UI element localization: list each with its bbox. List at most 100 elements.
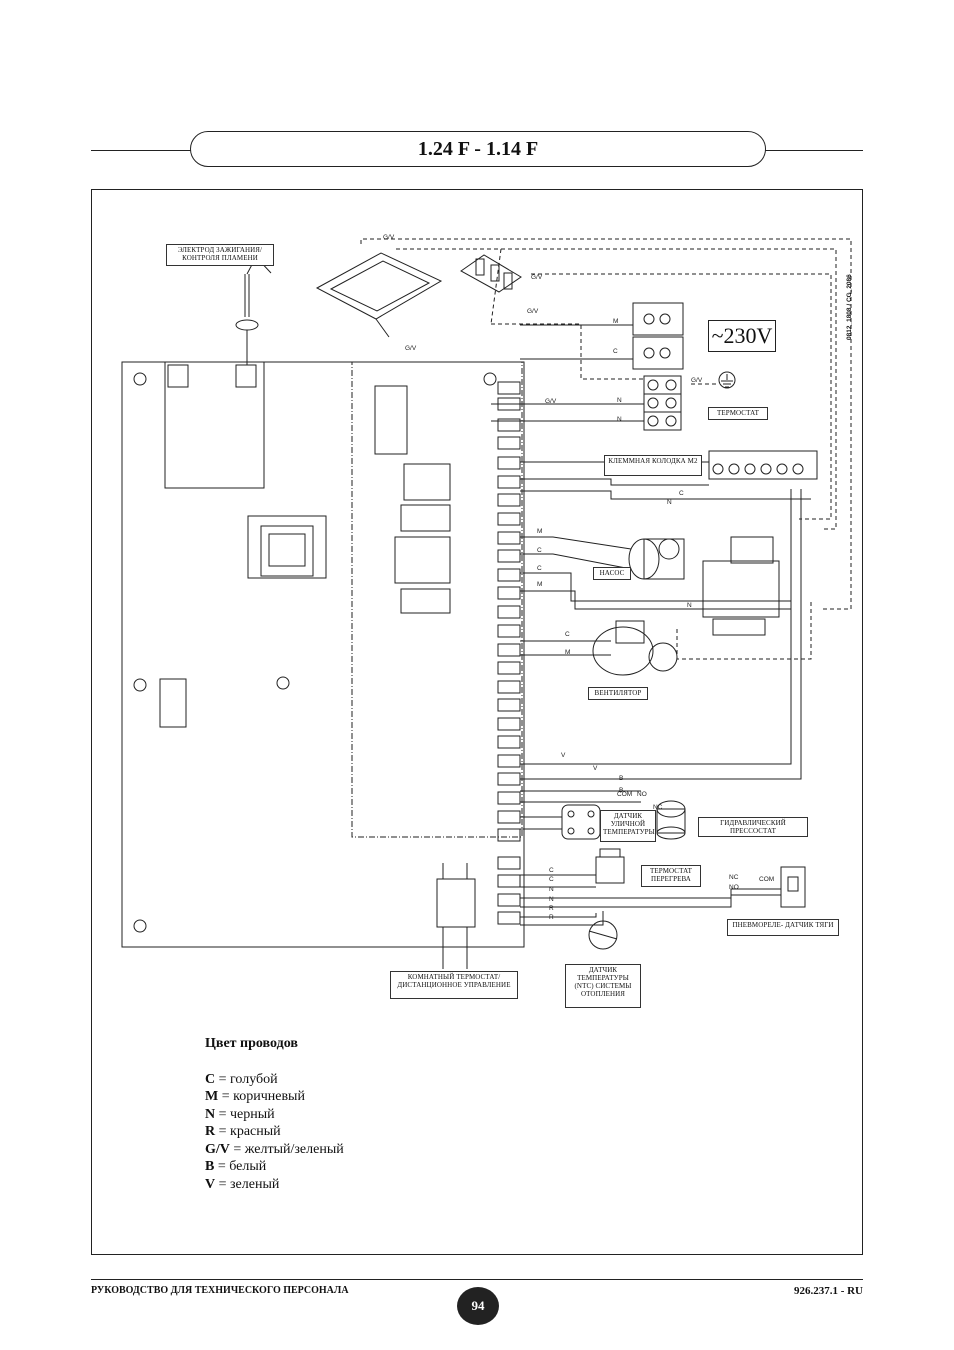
wire-tag: G/V [527, 308, 539, 315]
board-component [374, 385, 408, 455]
board-mount-hole [483, 372, 497, 386]
wire-tag: COM [759, 876, 774, 883]
board-component [394, 536, 451, 584]
title-text: 1.24 F - 1.14 F [417, 137, 539, 160]
legend-item: G/V = желтый/зеленый [205, 1142, 344, 1158]
legend-item: B = белый [205, 1159, 266, 1175]
burner-bracket [315, 252, 522, 338]
board-component [403, 463, 451, 501]
label-overheat-thermostat: ТЕРМОСТАТ ПЕРЕГРЕВА [641, 865, 701, 887]
footer-manual-title: РУКОВОДСТВО ДЛЯ ТЕХНИЧЕСКОГО ПЕРСОНАЛА [91, 1285, 349, 1296]
mains-terminal [632, 302, 684, 431]
legend-code: M [205, 1089, 219, 1104]
transformer-inner [268, 533, 306, 567]
board-component [400, 504, 451, 532]
wire-tag: R [549, 914, 554, 921]
label-ntc-sensor: ДАТЧИК ТЕМПЕРАТУРЫ (NTC) СИСТЕМЫ ОТОПЛЕН… [565, 964, 641, 1008]
legend-code: G/V [205, 1142, 230, 1157]
wire-tag: C [565, 631, 570, 638]
board-connector [159, 678, 187, 728]
wiring-diagram: G/V G/V G/V G/V G/V G/V M C N N M C N M … [121, 234, 852, 969]
board-component [167, 364, 189, 388]
wire-tag: V [561, 752, 566, 759]
legend-item: M = коричневый [205, 1089, 305, 1105]
legend-text: = голубой [215, 1072, 278, 1087]
legend-item: V = зеленый [205, 1177, 279, 1193]
wire-tag: C [537, 565, 542, 572]
wire-tag: C [549, 876, 554, 883]
terminal-block-m2 [708, 450, 818, 480]
label-pressure-switch: ГИДРАВЛИЧЕСКИЙ ПРЕССОСТАТ [698, 817, 808, 837]
gas-valve [702, 536, 780, 636]
label-electrode: ЭЛЕКТРОД ЗАЖИГАНИЯ/ КОНТРОЛЯ ПЛАМЕНИ [166, 244, 274, 266]
wire-tag: N [667, 499, 672, 506]
wire-tag: NC [729, 874, 739, 881]
label-air-pressure-switch: ПНЕВМОРЕЛЕ- ДАТЧИК ТЯГИ [727, 919, 839, 936]
legend-title: Цвет проводов [205, 1036, 298, 1051]
pump-motor [628, 538, 685, 580]
footer-doc-code: 926.237.1 - RU [793, 1285, 863, 1297]
label-terminal-block: КЛЕММНАЯ КОЛОДКА M2 [604, 455, 702, 476]
wire-tag: M [565, 649, 570, 656]
board-component [164, 361, 265, 489]
wire-tag: C [679, 490, 684, 497]
board-mount-hole [276, 676, 290, 690]
legend-text: = белый [214, 1159, 267, 1174]
wire-tag: N [549, 886, 554, 893]
legend-text: = коричневый [218, 1089, 305, 1104]
wire-tag: G/V [383, 234, 395, 241]
transformer-core [260, 525, 314, 577]
legend-text: = черный [215, 1107, 275, 1122]
wire-tag: COM [617, 791, 632, 798]
wire-tag: V [593, 765, 598, 772]
legend-item: R = красный [205, 1124, 281, 1140]
wire-tag: B [619, 787, 623, 794]
pressure-switch [656, 800, 686, 840]
board-mount-hole [133, 919, 147, 933]
wires-dashed [360, 238, 852, 660]
wire-tag: G/V [531, 274, 543, 281]
wire-tag: N [549, 896, 554, 903]
legend-item: N = черный [205, 1107, 275, 1123]
page-title: 1.24 F - 1.14 F [190, 131, 766, 167]
label-pump: НАСОС [593, 567, 631, 580]
legend-item: C = голубой [205, 1072, 278, 1088]
page-number: 94 [457, 1287, 499, 1325]
wire-tag: M [537, 581, 542, 588]
room-thermostat-connector [436, 863, 476, 969]
legend-code: V [205, 1177, 216, 1192]
ignition-electrode [235, 256, 272, 365]
wire-tag: R [549, 905, 554, 912]
legend-text: = красный [215, 1124, 281, 1139]
wire-tag: G/V [405, 345, 417, 352]
board-inner-zone [351, 361, 523, 838]
label-fan: ВЕНТИЛЯТОР [588, 687, 648, 700]
board-component [400, 588, 451, 614]
wire-tag: M [537, 528, 542, 535]
wire-tag: N [617, 397, 622, 404]
wire-tag: G/V [545, 398, 557, 405]
legend-code: R [205, 1124, 216, 1139]
legend-code: B [205, 1159, 215, 1174]
main-board [121, 361, 525, 948]
outdoor-sensor-connector [561, 804, 601, 840]
label-outdoor-sensor: ДАТЧИК УЛИЧНОЙ ТЕМПЕРАТУРЫ [600, 810, 656, 842]
legend-code: N [205, 1107, 216, 1122]
board-mount-hole [133, 678, 147, 692]
footer-rule [91, 1279, 863, 1280]
wire-tag: N [687, 602, 692, 609]
label-room-thermostat: КОМНАТНЫЙ ТЕРМОСТАТ/ ДИСТАНЦИОННОЕ УПРАВ… [390, 971, 518, 999]
legend-text: = желтый/зеленый [229, 1142, 344, 1157]
drawing-code: 0812_1808 / CG_2086 [846, 274, 853, 340]
legend-text: = зеленый [215, 1177, 280, 1192]
wire-tag: C [613, 348, 618, 355]
fan-motor [592, 620, 678, 676]
wire-tag: C [549, 867, 554, 874]
connector-strip [497, 381, 521, 925]
label-thermostat: ТЕРМОСТАТ [708, 407, 768, 420]
voltage-label: ~230V [708, 320, 776, 352]
board-mount-hole [133, 372, 147, 386]
wire-tag: NO [637, 791, 647, 798]
wire-tag: C [537, 547, 542, 554]
diagram-frame [91, 189, 863, 1255]
